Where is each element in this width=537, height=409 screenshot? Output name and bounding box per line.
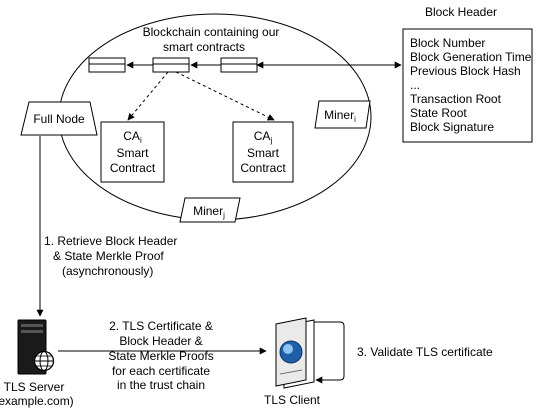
svg-text:Mineri: Mineri <box>324 108 356 124</box>
block-header-field: Block Generation Time <box>410 50 532 64</box>
block-header-field: State Root <box>410 106 467 120</box>
dashed-arrow-to-ca-i <box>127 71 169 121</box>
block-right <box>220 57 258 73</box>
miner-bottom-subscript: j <box>222 211 225 220</box>
ca-j-smart-contract: CAj Smart Contract <box>232 121 294 183</box>
full-node-label: Full Node <box>33 112 85 126</box>
svg-text:1. Retrieve Block Header: 1. Retrieve Block Header <box>44 234 177 248</box>
tls-server-line2: (example.com) <box>0 394 74 408</box>
svg-text:Block Header &: Block Header & <box>119 334 202 348</box>
ca-i-line3: Contract <box>110 161 156 175</box>
block-header-box: Block Number Block Generation Time Previ… <box>402 28 533 143</box>
blockchain-title-line2: smart contracts <box>163 40 245 54</box>
svg-text:for each certificate: for each certificate <box>112 364 210 378</box>
block-header-title: Block Header <box>425 5 497 19</box>
full-node: Full Node <box>20 101 98 136</box>
ca-j-line3: Contract <box>240 161 286 175</box>
miner-bottom: Minerj <box>179 197 241 223</box>
step3-label: 3. Validate TLS certificate <box>357 345 493 359</box>
ca-i-line2: Smart <box>116 146 149 160</box>
miner-bottom-label: Miner <box>193 204 223 218</box>
ca-i-smart-contract: CAi Smart Contract <box>100 121 165 183</box>
dashed-arrow-to-ca-j <box>175 71 275 121</box>
svg-text:& State Merkle Proof: & State Merkle Proof <box>53 249 164 263</box>
ca-i-name: CA <box>123 129 140 143</box>
block-header-field: Block Number <box>410 36 485 50</box>
block-header-field: Previous Block Hash <box>410 64 521 78</box>
svg-text:(asynchronously): (asynchronously) <box>62 264 153 278</box>
arrow-validate-loop <box>314 321 345 384</box>
block-header-field: Block Signature <box>410 120 494 134</box>
miner-right: Mineri <box>314 100 371 129</box>
server-icon <box>17 319 55 375</box>
svg-text:in the trust chain: in the trust chain <box>117 378 205 392</box>
ca-j-subscript: j <box>269 136 272 145</box>
ca-j-line2: Smart <box>247 146 280 160</box>
blockchain-title-line1: Blockchain containing our <box>143 25 280 39</box>
block-middle <box>152 57 190 73</box>
tls-server-line1: TLS Server <box>4 380 65 394</box>
svg-text:CAj: CAj <box>254 129 273 145</box>
block-header-field: Transaction Root <box>410 92 502 106</box>
block-header-field: ... <box>410 78 420 92</box>
svg-text:Minerj: Minerj <box>193 204 225 220</box>
miner-right-label: Miner <box>324 108 354 122</box>
step2-label: 2. TLS Certificate & Block Header & Stat… <box>108 319 213 392</box>
ca-j-name: CA <box>254 129 271 143</box>
svg-text:State Merkle Proofs: State Merkle Proofs <box>108 349 213 363</box>
ca-i-subscript: i <box>140 136 142 145</box>
block-left <box>88 57 126 73</box>
svg-text:CAi: CAi <box>123 129 142 145</box>
tls-client-label: TLS Client <box>264 393 321 407</box>
miner-right-subscript: i <box>354 115 356 124</box>
client-icon <box>275 317 315 389</box>
svg-text:2. TLS Certificate &: 2. TLS Certificate & <box>109 319 213 333</box>
step1-label: 1. Retrieve Block Header & State Merkle … <box>44 234 177 278</box>
